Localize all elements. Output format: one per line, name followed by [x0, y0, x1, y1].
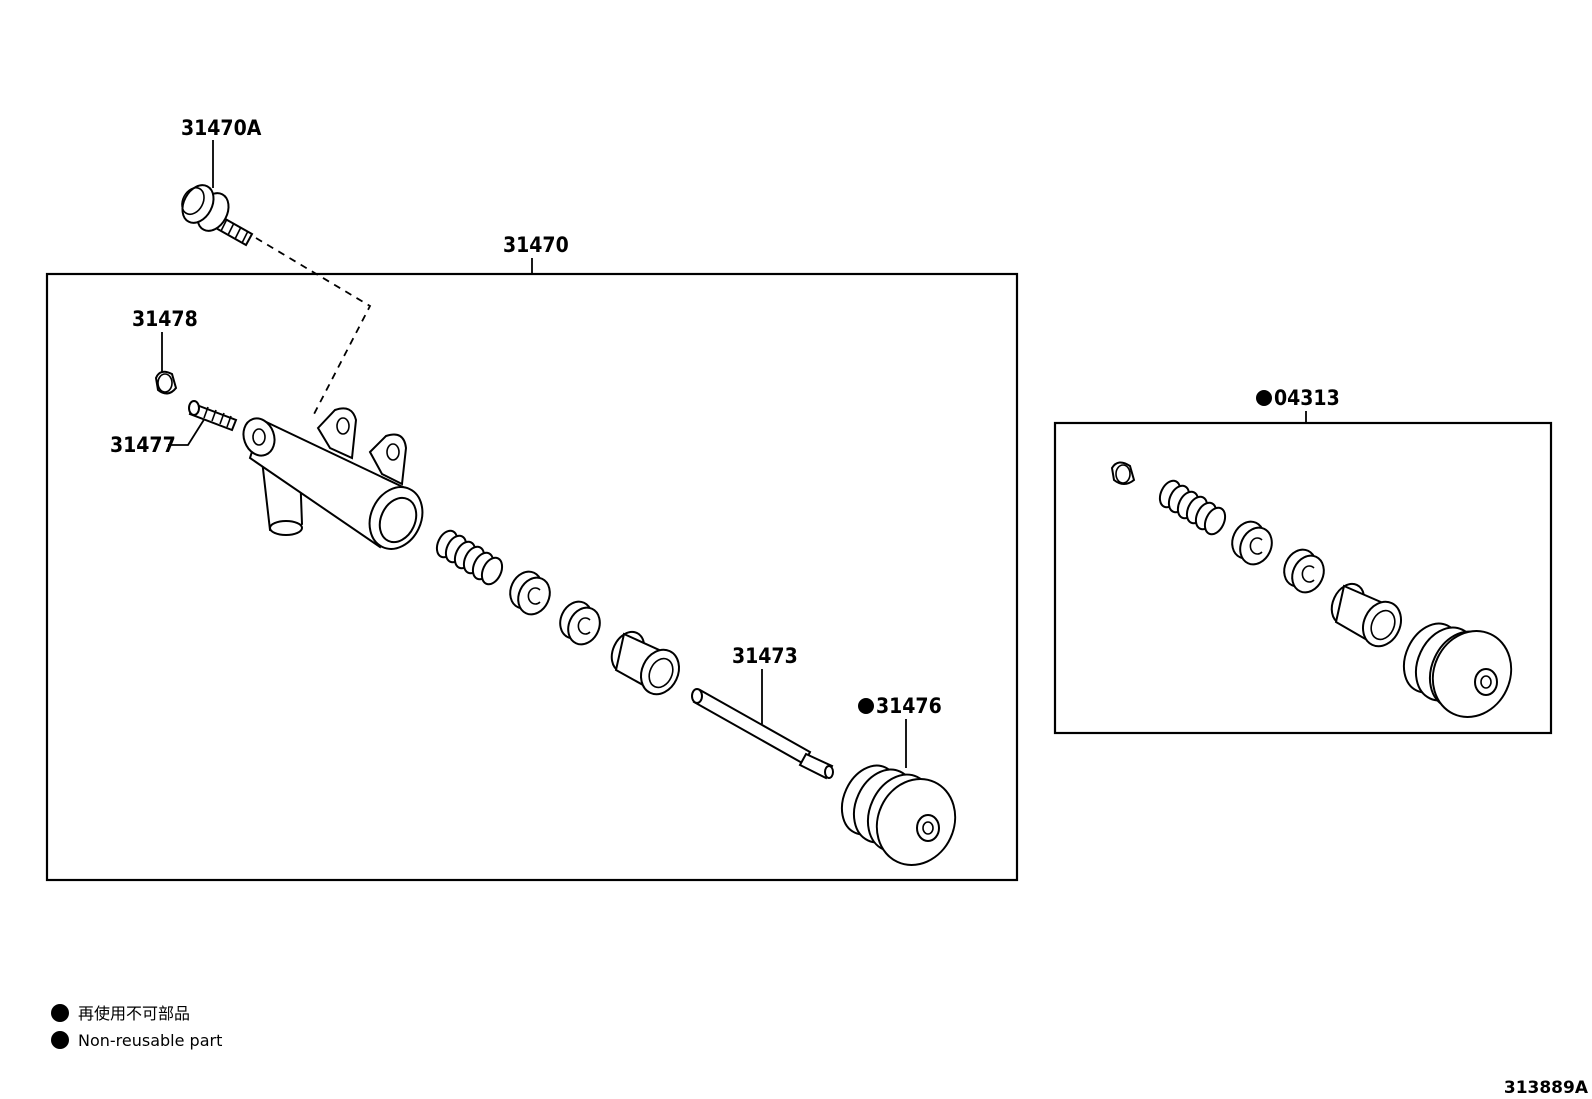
label-bleeder-plug: 31477 — [110, 433, 176, 457]
kit-boot-icon — [1402, 622, 1513, 718]
push-rod-icon — [691, 688, 834, 780]
legend-bullet-icon — [51, 1004, 69, 1022]
label-boot: 31476 — [876, 694, 942, 718]
kit-piston-icon — [1330, 582, 1402, 648]
figure-code: 313889A — [1504, 1078, 1589, 1098]
label-31478: 31478 — [132, 307, 198, 372]
label-31477: 31477 — [110, 417, 206, 457]
cup-icon — [509, 570, 551, 616]
kit-spring-icon — [1158, 479, 1227, 536]
spring-icon — [435, 529, 504, 586]
label-31476: 31476 — [858, 694, 942, 768]
legend-bullet-icon — [51, 1031, 69, 1049]
bleeder-cap-icon — [154, 370, 178, 395]
boot-icon — [840, 764, 957, 866]
clutch-release-cylinder-body-icon — [242, 407, 424, 550]
kit-cup-icon — [1231, 520, 1273, 566]
label-04313: 04313 — [1256, 386, 1340, 423]
non-reusable-mark-icon — [858, 698, 874, 714]
kit-cup-icon — [1283, 548, 1325, 594]
repair-kit-box — [1053, 421, 1553, 735]
label-bolt: 31470A — [181, 116, 262, 140]
label-push-rod: 31473 — [732, 644, 798, 668]
label-31473: 31473 — [732, 644, 798, 724]
label-31470A: 31470A — [181, 116, 262, 188]
label-bleeder-cap: 31478 — [132, 307, 198, 331]
piston-icon — [610, 630, 680, 696]
bleeder-plug-icon — [188, 400, 238, 432]
legend: 再使用不可部品 Non-reusable part — [51, 1004, 222, 1050]
kit-bleeder-cap-icon — [1110, 461, 1136, 485]
bolt-icon — [181, 184, 254, 247]
cup-icon — [559, 600, 601, 646]
legend-english-text: Non-reusable part — [78, 1031, 222, 1050]
label-cylinder-assy: 31470 — [503, 233, 569, 257]
legend-japanese-text: 再使用不可部品 — [78, 1004, 190, 1023]
non-reusable-mark-icon — [1256, 390, 1272, 406]
label-repair-kit: 04313 — [1274, 386, 1340, 410]
label-31470: 31470 — [503, 233, 569, 274]
bolt-position-line — [255, 237, 372, 417]
